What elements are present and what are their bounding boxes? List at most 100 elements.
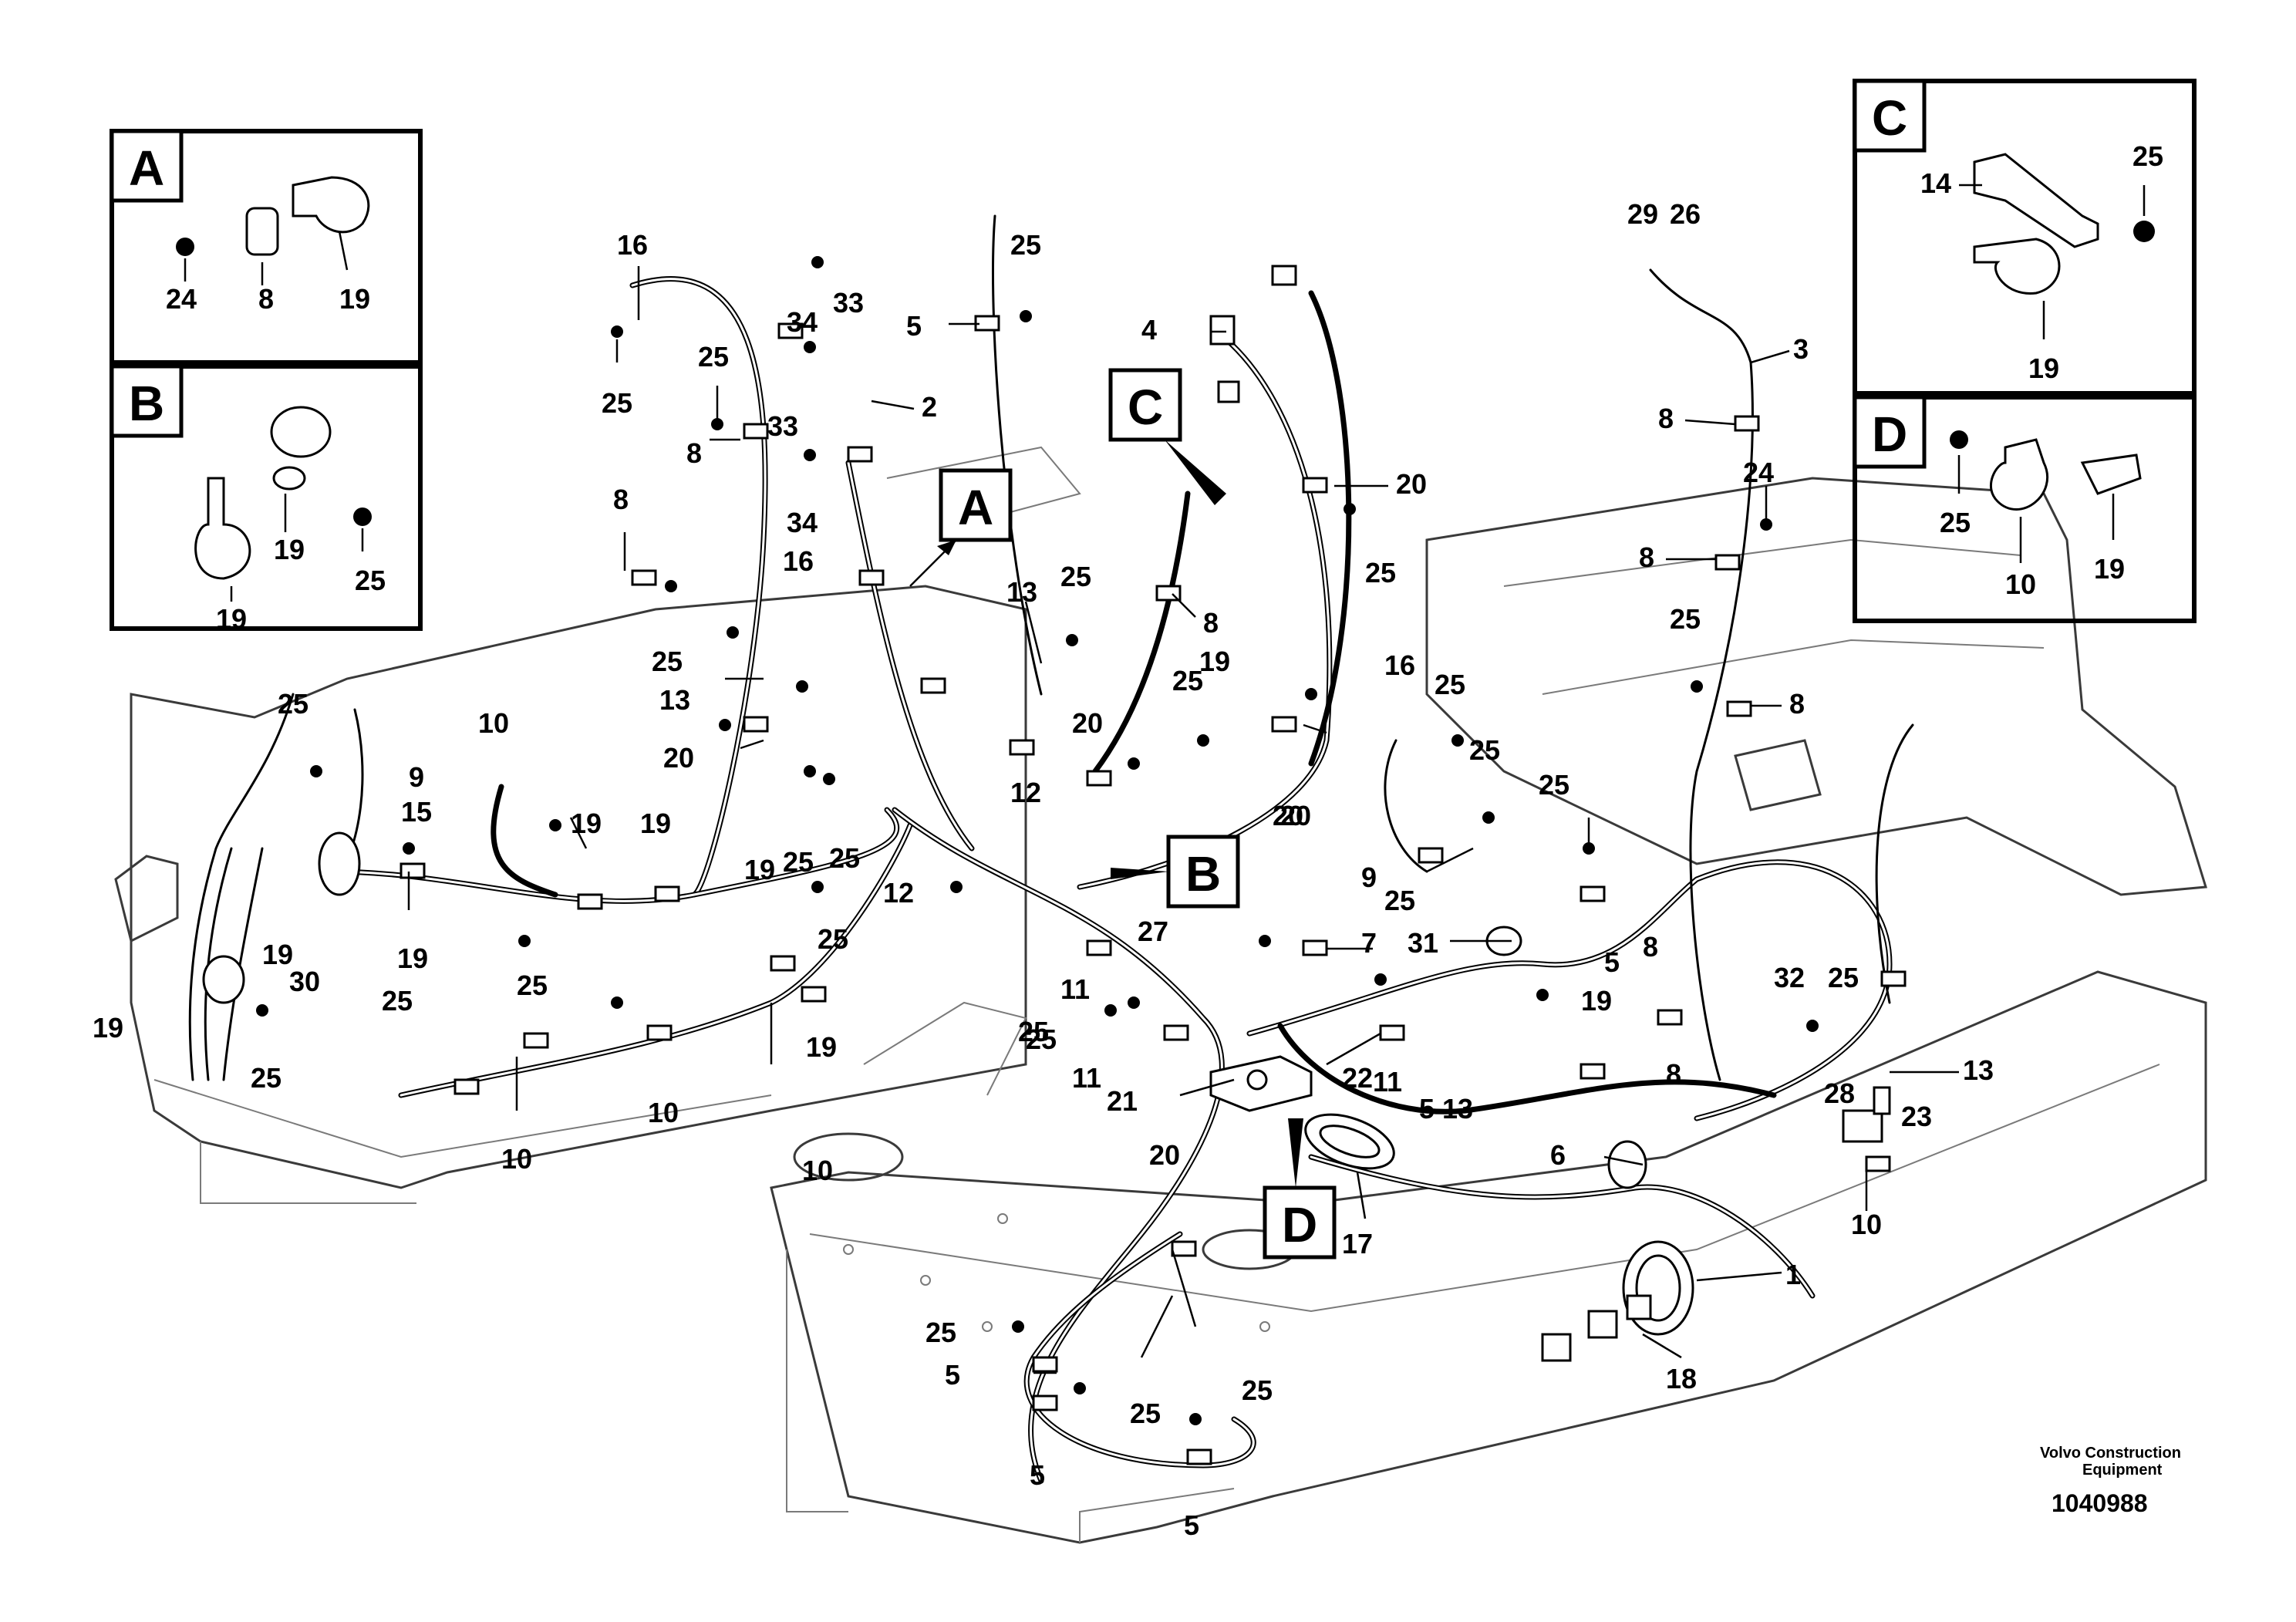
- part-label: 20: [1149, 1139, 1180, 1171]
- grommet-15: [318, 831, 361, 896]
- part-label: 6: [1550, 1139, 1566, 1171]
- part-label: 26: [1670, 198, 1701, 230]
- part-label: 8: [686, 437, 702, 469]
- bolts: [256, 256, 1819, 1425]
- part-label: 25: [1670, 603, 1701, 635]
- part-label: 23: [1901, 1101, 1932, 1132]
- connector-18b: [1587, 1310, 1618, 1339]
- part-label: 25: [818, 923, 848, 955]
- part-label: 25: [382, 985, 413, 1017]
- connector-23: [1873, 1086, 1891, 1115]
- callout-tag-a: A: [958, 480, 993, 535]
- harness-bundle: [188, 214, 1914, 1484]
- part-label: 25: [1060, 561, 1091, 592]
- part-label: 5: [1184, 1509, 1199, 1541]
- part-label: 2: [922, 391, 937, 423]
- callout-tags: A B C D: [909, 368, 1337, 1259]
- part-label: 20: [1273, 800, 1303, 831]
- part-label: 25: [1242, 1374, 1273, 1406]
- part-label: 11: [1072, 1062, 1101, 1094]
- credit-block: Volvo Construction Equipment 1040988: [2040, 1445, 2181, 1517]
- part-label: 25: [1018, 1016, 1049, 1047]
- part-label: 8: [1658, 403, 1674, 434]
- part-label: 16: [783, 545, 814, 577]
- image-number: 1040988: [2052, 1489, 2148, 1517]
- detail-letter-a: A: [129, 140, 164, 196]
- clamps: [400, 315, 1907, 1465]
- part-label: 16: [1384, 649, 1415, 681]
- parts: [202, 256, 1907, 1465]
- part-label: 25: [829, 842, 860, 874]
- credit-line-2: Equipment: [2082, 1462, 2163, 1479]
- part-label: 25: [1828, 962, 1859, 993]
- machine-frame: [114, 446, 2207, 1544]
- part-label: 8: [1639, 541, 1654, 573]
- part-label: 12: [1010, 777, 1041, 808]
- part-label: 25: [1365, 557, 1396, 588]
- part-label: 19: [1581, 985, 1612, 1017]
- detail-view-c: C 14 25 19: [1853, 79, 2197, 396]
- part-label: 5: [945, 1359, 960, 1391]
- part-label: 18: [1666, 1363, 1697, 1394]
- part-label: 25: [1026, 1023, 1057, 1055]
- detail-b-label-19a: 19: [216, 603, 247, 635]
- leader-lines: [407, 266, 1959, 1374]
- grommet-17-inner: [1319, 1125, 1381, 1158]
- part-label: 13: [1442, 1093, 1473, 1125]
- relay-28: [1842, 1109, 1883, 1143]
- detail-a-label-24: 24: [166, 283, 197, 315]
- grommet-6: [1607, 1140, 1647, 1189]
- part-label: 20: [1280, 800, 1311, 831]
- part-label: 13: [1963, 1054, 1994, 1086]
- part-label: 11: [1373, 1066, 1402, 1098]
- part-label: 25: [1539, 769, 1569, 801]
- part-label: 20: [663, 742, 694, 774]
- part-label: 5: [906, 310, 922, 342]
- detail-d-label-10: 10: [2005, 568, 2036, 600]
- part-label: 27: [1138, 916, 1168, 947]
- part-label: 10: [648, 1097, 679, 1128]
- part-label: 32: [1774, 962, 1805, 993]
- part-label: 20: [1072, 707, 1103, 739]
- callout-tag-c: C: [1128, 379, 1163, 435]
- detail-d-label-25: 25: [1940, 507, 1971, 538]
- part-label: 34: [787, 306, 818, 338]
- part-label: 9: [409, 761, 424, 793]
- part-label: 10: [802, 1155, 833, 1186]
- part-label: 3: [1793, 333, 1809, 365]
- part-label: 19: [571, 808, 602, 839]
- detail-view-b: B 19 19 25: [110, 364, 423, 635]
- connector-top: [1271, 265, 1297, 286]
- part-label: 34: [787, 507, 818, 538]
- detail-c-label-25: 25: [2132, 140, 2163, 172]
- detail-letter-b: B: [129, 376, 164, 431]
- part-label: 8: [613, 484, 629, 515]
- part-label: 19: [1199, 646, 1230, 677]
- part-label: 13: [659, 684, 690, 716]
- part-label: 8: [1789, 688, 1805, 720]
- part-label: 19: [806, 1031, 837, 1063]
- connector-C2: [1217, 380, 1240, 403]
- detail-a-label-19: 19: [339, 283, 370, 315]
- part-label: 5: [1419, 1093, 1435, 1125]
- grommet-30: [202, 955, 245, 1004]
- connector-4: [1209, 315, 1236, 346]
- part-label: 25: [1010, 229, 1041, 261]
- part-label: 8: [1203, 607, 1219, 639]
- part-label: 25: [517, 969, 548, 1001]
- detail-view-a: A 24 8 19: [110, 129, 423, 365]
- part-number-labels: 16 25 8 8 25 13 20 16 25 34 33 33 34 25 …: [93, 198, 1994, 1541]
- part-label: 19: [397, 943, 428, 974]
- part-label: 10: [478, 707, 509, 739]
- credit-line-1: Volvo Construction: [2040, 1445, 2181, 1462]
- part-label: 10: [1851, 1209, 1882, 1240]
- part-label: 29: [1627, 198, 1658, 230]
- part-label: 31: [1408, 927, 1438, 959]
- part-label: 12: [883, 877, 914, 909]
- part-label: 25: [1469, 734, 1500, 766]
- part-label: 19: [262, 939, 293, 970]
- callout-tag-d: D: [1282, 1197, 1317, 1253]
- part-label: 28: [1824, 1077, 1855, 1109]
- detail-view-d: D 25 10 19: [1853, 395, 2197, 623]
